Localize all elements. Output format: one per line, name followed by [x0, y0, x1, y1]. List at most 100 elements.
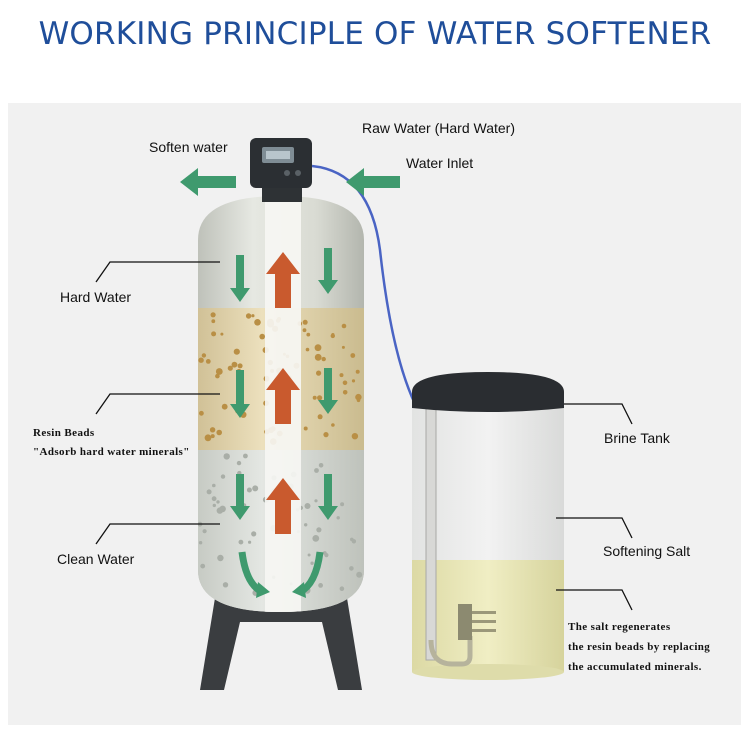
resin-bead [211, 319, 216, 324]
resin-bead [212, 503, 216, 508]
tank-stand [200, 598, 362, 690]
resin-bead [252, 485, 259, 492]
resin-bead [316, 527, 322, 533]
resin-bead [201, 353, 207, 358]
resin-bead [238, 539, 244, 545]
resin-bead [306, 332, 311, 337]
resin-bead [312, 395, 317, 400]
downflow-arrows [230, 248, 338, 520]
resin-bead [236, 460, 242, 466]
resin-bead [322, 551, 327, 555]
resin-bead [305, 347, 310, 352]
resin-bead [342, 390, 348, 395]
salt-note-line-2: the resin beads by replacing [568, 641, 711, 653]
resin-bead [350, 353, 356, 358]
resin-bead [355, 369, 360, 374]
resin-bead [223, 453, 230, 460]
resin-beads-label: Resin Beads [33, 427, 95, 439]
salt-note-line-3: the accumulated minerals. [568, 661, 702, 673]
inlet-tube [311, 164, 420, 411]
resin-bead [259, 333, 266, 340]
resin-bead [351, 433, 359, 440]
resin-bead [318, 583, 323, 588]
resin-bead [217, 554, 224, 562]
resin-bead [204, 434, 212, 442]
resin-bead [200, 563, 206, 569]
resin-bead [314, 499, 318, 503]
resin-bead [237, 363, 243, 369]
resin-bead [314, 468, 319, 473]
resin-bead [350, 537, 354, 542]
resin-bead [302, 319, 308, 325]
resin-bead [211, 496, 217, 502]
resin-bead [330, 333, 335, 339]
resin-bead [210, 312, 216, 318]
resin-bead [220, 332, 224, 336]
resin-bead [246, 487, 252, 493]
resin-bead [202, 529, 207, 534]
resin-bead [304, 523, 308, 527]
resin-bead [304, 503, 311, 509]
resin-bead [312, 535, 320, 542]
brine-tank-lid [412, 372, 564, 412]
diagram-panel [8, 103, 741, 725]
upflow-arrows [266, 252, 300, 534]
resin-bead [227, 365, 233, 371]
brine-salt-layer [412, 560, 564, 672]
water-inlet-label: Water Inlet [406, 155, 474, 171]
resin-bead [233, 348, 240, 355]
resin-bead [222, 582, 229, 588]
resin-bead [341, 345, 345, 349]
clean-water-label: Clean Water [57, 551, 135, 567]
resin-bead [251, 314, 255, 318]
resin-bead [339, 586, 345, 591]
resin-bead [221, 403, 228, 410]
diagram-title: WORKING PRINCIPLE OF WATER SOFTENER [38, 16, 712, 52]
resin-bead [219, 505, 226, 513]
resin-bead [314, 344, 322, 352]
resin-bead [317, 395, 323, 401]
resin-bead [318, 463, 324, 468]
resin-bead [307, 553, 311, 557]
raw-water-label: Raw Water (Hard Water) [362, 120, 515, 136]
resin-bead [243, 453, 248, 459]
resin-bead [206, 489, 212, 495]
resin-bead [341, 323, 347, 329]
resin-bead [209, 427, 216, 433]
resin-bead [323, 432, 329, 438]
brine-tube [425, 407, 437, 661]
resin-bead [321, 356, 326, 362]
resin-bead [316, 370, 322, 376]
resin-bead [210, 434, 215, 439]
resin-bead [302, 328, 307, 333]
resin-bead [245, 313, 252, 319]
resin-bead [198, 541, 203, 545]
resin-bead [216, 500, 220, 504]
hard-water-label: Hard Water [60, 289, 132, 305]
resin-bead [317, 414, 323, 420]
resin-bead [339, 373, 344, 378]
water-inlet-arrow [346, 168, 400, 196]
resin-bead [356, 571, 363, 578]
resin-beads-note: "Adsorb hard water minerals" [33, 446, 190, 458]
resin-bead [251, 531, 257, 537]
leader-lines [95, 261, 633, 611]
resin-bead [220, 474, 226, 479]
resin-bead [336, 516, 340, 520]
resin-bead [205, 359, 211, 364]
resin-bead [349, 566, 354, 571]
salt-note-line-1: The salt regenerates [568, 621, 671, 633]
resin-bead [303, 426, 308, 431]
resin-bead [199, 410, 204, 416]
resin-bead [215, 368, 223, 375]
brine-tank [412, 372, 564, 680]
resin-bead [356, 398, 361, 403]
resin-bead [254, 319, 261, 326]
resin-bead [342, 380, 348, 386]
resin-bead [310, 561, 314, 565]
brine-valve [458, 604, 472, 640]
resin-bead [216, 429, 222, 436]
brine-tank-label: Brine Tank [604, 430, 670, 446]
resin-bead [212, 483, 216, 488]
